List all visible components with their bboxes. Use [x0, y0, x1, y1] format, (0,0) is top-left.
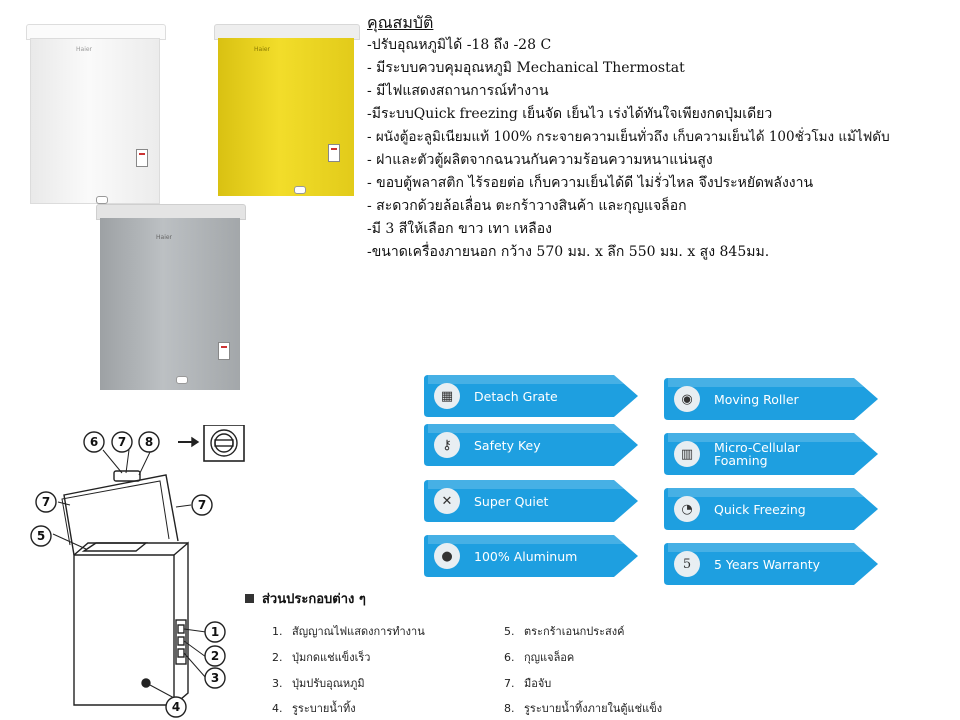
lock-icon: [203, 425, 245, 462]
specs-section: คุณสมบัติ -ปรับอุณหภูมิได้ -18 ถึง -28 C…: [367, 12, 957, 264]
white-freezer-image: Haier: [26, 24, 166, 204]
callout-2: 2: [204, 645, 226, 667]
part-item: 5.ตระกร้าเอนกประสงค์: [504, 625, 625, 638]
roller: [96, 196, 108, 204]
feature-label: Micro-Cellular Foaming: [714, 440, 800, 468]
svg-text:5: 5: [37, 529, 45, 543]
part-item: 3.ปุ่มปรับอุณหภูมิ: [272, 677, 365, 690]
callout-5: 5: [30, 525, 52, 547]
feature-label: 100% Aluminum: [474, 548, 578, 564]
callout-1: 1: [204, 621, 226, 643]
spec-line: -ขนาดเครื่องภายนอก กว้าง 570 มม. x ลึก 5…: [367, 244, 770, 260]
specs-title: คุณสมบัติ: [367, 13, 434, 32]
svg-text:7: 7: [198, 498, 206, 512]
callout-3: 3: [204, 667, 226, 689]
spec-line: - มีไฟแสดงสถานการณ์ทำงาน: [367, 83, 549, 99]
yellow-freezer-image: Haier: [214, 24, 360, 196]
brand-label: Haier: [254, 46, 271, 53]
part-item: 8.รูระบายน้ำทิ้งภายในตู้แช่แข็ง: [504, 702, 663, 715]
spec-line: - ขอบตู้พลาสติก ไร้รอยต่อ เก็บความเย็นได…: [367, 175, 814, 191]
svg-text:3: 3: [211, 671, 219, 685]
feature-badge: ◉ Moving Roller: [664, 378, 879, 420]
feature-badge: 5 5 Years Warranty: [664, 543, 879, 585]
svg-text:7: 7: [42, 495, 50, 509]
svg-text:2: 2: [211, 649, 219, 663]
roller: [176, 376, 188, 384]
callout-6: 6: [83, 431, 105, 453]
control-panel: [328, 144, 340, 162]
svg-text:8: 8: [145, 435, 153, 449]
feature-badge: ✕ Super Quiet: [424, 480, 639, 522]
feature-badge: ◔ Quick Freezing: [664, 488, 879, 530]
grate-icon: ▦: [434, 383, 460, 409]
control-panel: [136, 149, 148, 167]
feature-badge: ⚷ Safety Key: [424, 424, 639, 466]
feature-label: Detach Grate: [474, 388, 558, 404]
spec-line: -มี 3 สีให้เลือก ขาว เทา เหลือง: [367, 221, 552, 237]
spec-line: -ปรับอุณหภูมิได้ -18 ถึง -28 C: [367, 37, 552, 53]
parts-diagram: 6 7 8 7 7 5 1 2 3 4: [30, 425, 245, 718]
spec-line: - สะดวกด้วยล้อเลื่อน ตะกร้าวางสินค้า และ…: [367, 198, 687, 214]
spec-line: - มีระบบควบคุมอุณหภูมิ Mechanical Thermo…: [367, 60, 685, 76]
freezing-icon: ◔: [674, 496, 700, 522]
quiet-icon: ✕: [434, 488, 460, 514]
handle: [113, 470, 141, 482]
part-item: 7.มือจับ: [504, 677, 552, 690]
part-item: 2.ปุ่มกดแช่แข็งเร็ว: [272, 651, 371, 664]
feature-label: Safety Key: [474, 437, 541, 453]
feature-badge: ● 100% Aluminum: [424, 535, 639, 577]
callout-7-right: 7: [191, 494, 213, 516]
cabinet-top: [73, 542, 188, 556]
aluminum-icon: ●: [434, 543, 460, 569]
callout-8: 8: [138, 431, 160, 453]
svg-text:7: 7: [118, 435, 126, 449]
callout-7: 7: [111, 431, 133, 453]
drain-hole: [141, 678, 151, 688]
callout-7-left: 7: [35, 491, 57, 513]
parts-title: ส่วนประกอบต่าง ๆ: [245, 588, 366, 609]
feature-label: 5 Years Warranty: [714, 556, 821, 572]
svg-text:4: 4: [172, 700, 180, 714]
svg-text:1: 1: [211, 625, 219, 639]
part-item: 1.สัญญาณไฟแสดงการทำงาน: [272, 625, 425, 638]
callout-4: 4: [165, 696, 187, 718]
foam-icon: ▥: [674, 441, 700, 467]
bullet-square: [245, 594, 254, 603]
feature-label: Moving Roller: [714, 391, 799, 407]
spec-line: -มีระบบQuick freezing เย็นจัด เย็นไว เร่…: [367, 106, 773, 122]
parts-title-text: ส่วนประกอบต่าง ๆ: [262, 592, 366, 607]
open-lid: [63, 474, 179, 556]
spec-line: - ฝาและตัวตู้ผลิตจากฉนวนกันความร้อนความห…: [367, 152, 713, 168]
feature-label: Super Quiet: [474, 493, 549, 509]
gray-freezer-image: Haier: [96, 204, 246, 390]
warranty-icon: 5: [674, 551, 700, 577]
key-icon: ⚷: [434, 432, 460, 458]
brand-label: Haier: [156, 234, 173, 241]
svg-text:6: 6: [90, 435, 98, 449]
part-item: 6.กุญแจล็อค: [504, 651, 575, 664]
part-item: 4.รูระบายน้ำทิ้ง: [272, 702, 356, 715]
basket: [81, 542, 148, 552]
roller-icon: ◉: [674, 386, 700, 412]
brand-label: Haier: [76, 46, 93, 53]
roller: [294, 186, 306, 194]
control-panel: [218, 342, 230, 360]
feature-label: Quick Freezing: [714, 501, 806, 517]
feature-badge: ▦ Detach Grate: [424, 375, 639, 417]
cabinet-front: [73, 554, 175, 706]
feature-badge: ▥ Micro-Cellular Foaming: [664, 433, 879, 475]
spec-line: - ผนังตู้อะลูมิเนียมแท้ 100% กระจายความเ…: [367, 129, 890, 145]
